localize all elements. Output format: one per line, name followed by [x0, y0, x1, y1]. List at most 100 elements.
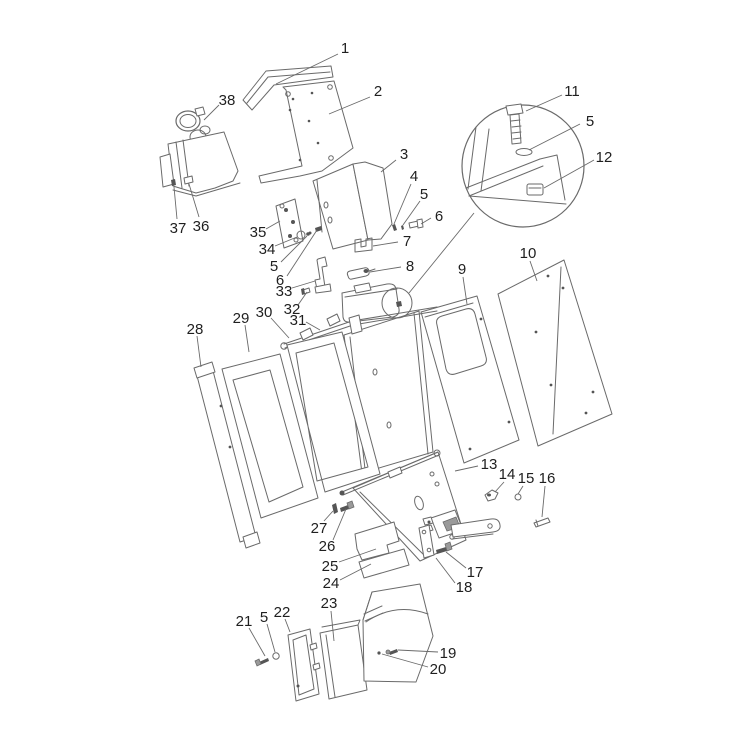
leader-line-2-1 [328, 96, 371, 115]
part-24-plate [358, 548, 410, 579]
part-label-21-21: 21 [236, 613, 253, 630]
leader-line-13-13 [454, 465, 479, 472]
part-label-22-23: 22 [274, 604, 291, 621]
detail-circle [461, 103, 585, 228]
part-33-bracket [314, 256, 332, 294]
leader-line-20-20 [381, 653, 429, 668]
part-32-bolt [301, 287, 311, 295]
detail-locator [381, 212, 475, 319]
leader-line-6-5 [420, 217, 432, 225]
part-label-5-22: 5 [260, 609, 268, 626]
leader-line-12-12 [543, 159, 595, 189]
leader-line-6-37 [286, 229, 318, 277]
part-label-16-16: 16 [539, 470, 556, 487]
part-8-cylinder [346, 267, 376, 280]
part-label-18-18: 18 [456, 579, 473, 596]
part-9-side-panel [420, 295, 520, 464]
leader-line-10-9 [529, 260, 538, 282]
part-label-33-34: 33 [276, 283, 293, 300]
leader-line-32-33 [297, 291, 308, 306]
leader-line-8-7 [369, 266, 402, 273]
leader-line-27-28 [323, 510, 334, 522]
part-label-32-33: 32 [284, 301, 301, 318]
part-14-plug [484, 489, 499, 502]
part-25-bracket [354, 521, 400, 561]
part-label-5-36: 5 [270, 258, 278, 275]
part-7-clip [354, 237, 373, 253]
leader-line-11-10 [525, 94, 563, 112]
detail-sheet-edge [465, 126, 567, 205]
part-6-bolt [408, 218, 424, 229]
leader-line-15-15 [517, 485, 524, 495]
part-label-3-2: 3 [400, 146, 408, 163]
part-label-23-24: 23 [321, 595, 338, 612]
part-label-13-13: 13 [481, 456, 498, 473]
part-label-5-4: 5 [420, 186, 428, 203]
part-23-panel [319, 619, 368, 700]
leader-line-5-36 [280, 235, 308, 263]
leader-line-31-32 [305, 321, 321, 331]
leader-line-7-6 [372, 241, 399, 247]
part-3-cover [312, 161, 393, 250]
part-label-27-28: 27 [311, 520, 328, 537]
part-label-24-25: 24 [323, 575, 340, 592]
part-19-screw [385, 649, 398, 655]
leader-line-29-30 [244, 324, 250, 353]
leader-line-1-0 [275, 53, 339, 85]
leader-line-5-4 [402, 200, 421, 226]
part-label-5-11: 5 [586, 113, 594, 130]
leader-line-17-17 [445, 551, 467, 569]
part-2-mount-plate [258, 80, 354, 184]
part-38-hose-clamp [175, 106, 207, 145]
leader-line-5-11 [528, 123, 581, 151]
leader-line-9-8 [462, 276, 468, 305]
part-29-window-frame [221, 353, 319, 519]
part-label-36-39: 36 [193, 218, 210, 235]
part-18-strap [418, 524, 435, 559]
leader-line-37-40 [173, 186, 178, 220]
leader-line-24-25 [339, 563, 372, 581]
part-label-29-30: 29 [233, 310, 250, 327]
part-28-rail [193, 361, 261, 549]
part-label-4-3: 4 [410, 168, 418, 185]
leader-line-19-19 [397, 649, 439, 653]
part-label-7-6: 7 [403, 233, 411, 250]
tank-assembly-36-37 [159, 125, 241, 197]
part-35-plate [275, 198, 304, 249]
leader-line-5-22 [266, 623, 276, 653]
part-label-38-41: 38 [219, 92, 236, 109]
part-label-6-5: 6 [435, 208, 443, 225]
leader-line-35-38 [265, 220, 281, 230]
part-10-rear-panel [497, 259, 613, 447]
leader-line-28-29 [196, 335, 202, 368]
part-label-9-8: 9 [458, 261, 466, 278]
part-17-bolt [436, 541, 453, 554]
part-26-bolt [340, 500, 355, 512]
part-4-5-pins [392, 224, 404, 231]
leader-line-33-34 [291, 280, 316, 289]
part-label-34-35: 34 [259, 241, 276, 258]
part-5-washer-bottom [272, 652, 280, 660]
part-label-17-17: 17 [467, 564, 484, 581]
part-label-25-26: 25 [322, 558, 339, 575]
part-label-8-7: 8 [406, 258, 414, 275]
leader-line-30-31 [270, 317, 290, 339]
part-22-frame [287, 628, 321, 702]
part-label-15-15: 15 [518, 470, 535, 487]
leader-line-21-21 [248, 627, 266, 657]
part-label-14-14: 14 [499, 466, 516, 483]
part-21-screw [254, 658, 269, 667]
part-label-35-38: 35 [250, 224, 267, 241]
leader-line-18-18 [435, 557, 456, 584]
leader-line-22-23 [284, 618, 291, 633]
curved-door-panel [362, 583, 434, 683]
part-30-window-frame [286, 331, 381, 493]
leader-line-34-35 [274, 236, 298, 247]
leader-line-25-26 [338, 548, 377, 563]
leader-line-36-39 [188, 183, 200, 218]
part-label-1-0: 1 [341, 40, 349, 57]
part-label-12-12: 12 [596, 149, 613, 166]
leader-line-26-27 [332, 508, 347, 541]
